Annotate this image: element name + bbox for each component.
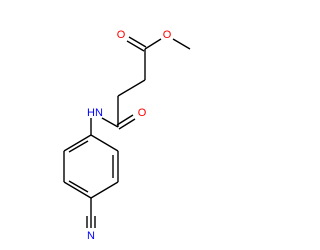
bond-ch2-ch2	[117, 79, 146, 97]
atom-label-oxygen: O	[117, 29, 126, 41]
bond-ester-c-o-single	[144, 38, 162, 50]
atom-label-oxygen: O	[163, 29, 172, 41]
bond-amide-c-n	[101, 117, 119, 128]
atom-labels: O O O HN N	[87, 29, 172, 242]
atom-label-oxygen: O	[138, 107, 147, 119]
ring-bond-1	[90, 134, 119, 152]
bond-ester-c-o-double-b	[126, 40, 145, 52]
ring-inner-double-3	[68, 140, 89, 153]
chemical-structure: O O O HN N	[63, 29, 191, 242]
ring-bond-3	[90, 181, 119, 199]
ring-bond-4	[63, 181, 92, 199]
bond-amide-c-o-double-a	[118, 118, 136, 130]
atom-label-nitrogen: N	[87, 230, 95, 242]
bond-amide-c-o-double-b	[116, 114, 134, 126]
ring-bond-6	[63, 134, 92, 152]
bonds	[63, 36, 191, 228]
atom-label-nh: HN	[87, 107, 103, 119]
bond-o-methyl	[172, 38, 191, 50]
bond-ester-c-o-double-a	[128, 36, 147, 48]
ring-inner-double-2	[68, 180, 89, 193]
